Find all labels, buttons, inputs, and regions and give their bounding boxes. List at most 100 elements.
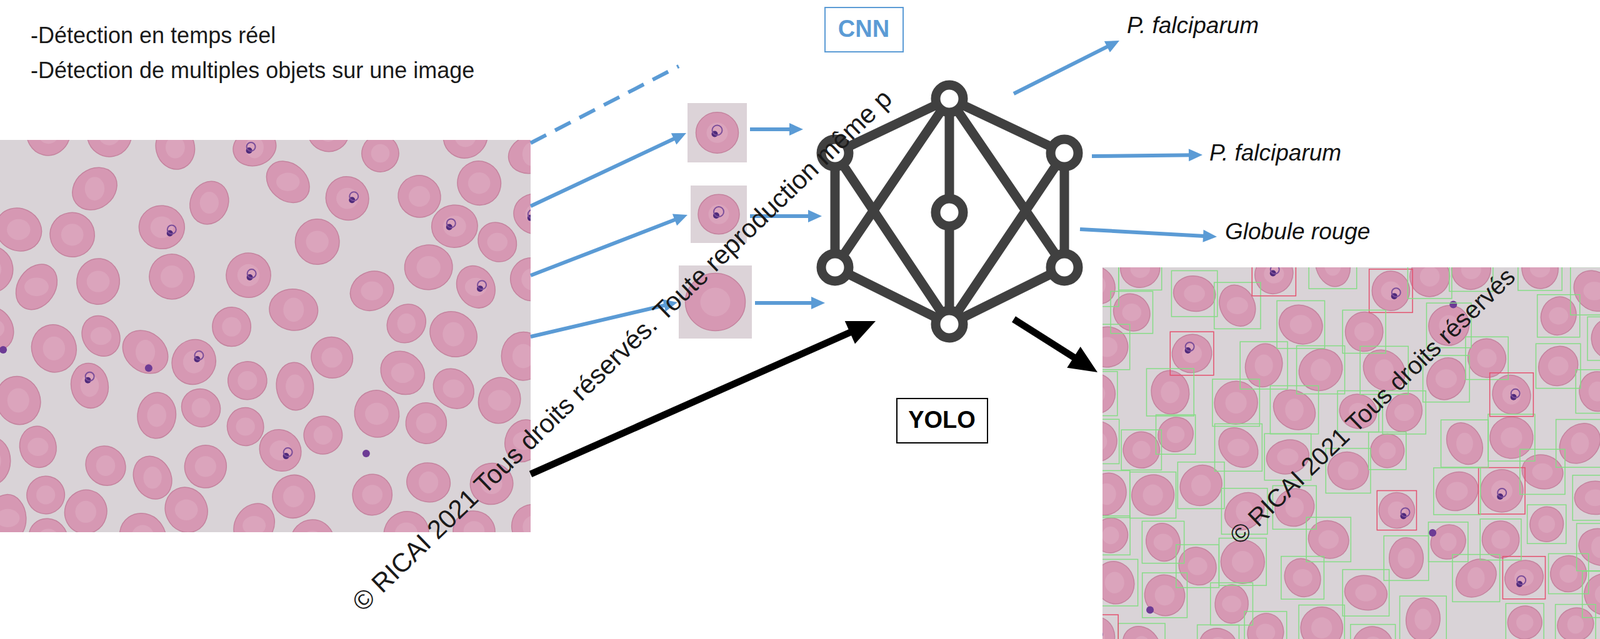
red-cell <box>1167 329 1217 378</box>
network-neuron <box>1050 253 1079 282</box>
red-cell <box>454 140 477 147</box>
red-cell <box>1500 555 1548 601</box>
red-cell <box>218 245 280 307</box>
red-cell <box>41 203 104 266</box>
flow-arrow <box>530 218 679 276</box>
red-cell <box>1153 534 1174 552</box>
blood-smear-image <box>1102 267 1600 639</box>
red-cell <box>7 256 66 318</box>
red-cell <box>503 140 531 180</box>
red-cell <box>1374 488 1420 534</box>
red-cell <box>1240 339 1288 392</box>
red-cell <box>1538 515 1555 534</box>
red-cell <box>1338 461 1359 481</box>
red-cell <box>27 438 49 457</box>
red-cell <box>1595 584 1600 605</box>
red-cell <box>418 471 439 494</box>
red-cell <box>1485 368 1539 422</box>
red-cell <box>1565 267 1600 320</box>
network-neuron <box>935 198 964 227</box>
detection-box <box>1146 368 1194 417</box>
red-cell <box>403 460 454 507</box>
red-cell <box>15 422 61 472</box>
red-cell <box>1574 481 1600 515</box>
red-cell <box>1102 275 1106 295</box>
red-cell <box>391 363 415 384</box>
red-cell <box>1365 428 1410 474</box>
red-cell <box>135 340 155 365</box>
red-cell <box>7 388 30 414</box>
red-cell <box>242 516 266 533</box>
red-cell <box>221 316 242 337</box>
red-cell <box>1102 368 1122 420</box>
red-cell <box>21 140 75 160</box>
red-cell <box>273 360 316 412</box>
red-cell <box>163 331 225 393</box>
red-cell <box>1461 267 1482 280</box>
detection-box <box>1118 267 1162 290</box>
detection-box <box>1102 470 1130 518</box>
red-cell <box>43 336 66 361</box>
red-cell <box>1574 481 1600 515</box>
detection-box <box>1214 282 1261 329</box>
red-cell <box>1429 465 1485 518</box>
red-cell <box>1277 552 1328 604</box>
detection-box <box>1102 267 1119 307</box>
parasite-ring <box>528 210 531 219</box>
detection-box <box>1505 603 1544 639</box>
red-cell <box>74 256 122 307</box>
detection-box <box>1171 270 1217 317</box>
red-cell <box>425 360 482 417</box>
main-arrow <box>1066 346 1098 373</box>
red-cell <box>1127 471 1179 520</box>
cell-crop <box>687 103 747 163</box>
red-cell <box>1485 368 1539 422</box>
red-cell <box>195 456 217 477</box>
red-cell <box>131 525 154 533</box>
red-cell <box>1102 431 1107 452</box>
red-cell <box>1291 341 1350 399</box>
red-cell <box>1102 611 1121 639</box>
red-cell <box>501 249 531 310</box>
red-cell <box>98 140 121 146</box>
red-cell <box>1503 602 1546 639</box>
red-cell <box>351 473 394 517</box>
red-cell <box>521 268 531 291</box>
red-cell <box>1404 267 1456 303</box>
parasite-ring <box>85 372 95 382</box>
red-cell <box>403 401 449 446</box>
red-cell <box>1354 322 1375 342</box>
detection-box <box>1342 310 1386 354</box>
red-cell <box>512 344 531 369</box>
red-cell <box>1397 548 1415 569</box>
red-cell <box>317 168 377 229</box>
red-cell <box>1102 466 1134 523</box>
detection-box <box>1110 291 1153 334</box>
red-cell <box>1116 267 1164 292</box>
red-cell <box>348 385 405 444</box>
red-cell <box>1570 432 1589 455</box>
red-cell <box>1423 518 1473 567</box>
red-cell <box>1127 471 1179 520</box>
red-cell <box>85 176 105 201</box>
detection-box <box>1537 295 1580 338</box>
red-cell <box>1474 513 1527 566</box>
parasite-ring <box>446 218 456 228</box>
detection-box <box>1240 341 1288 390</box>
output-arrow <box>1013 45 1111 94</box>
parasite-ring <box>283 448 293 457</box>
dashed-arrow <box>530 66 679 144</box>
red-cell <box>1102 383 1105 404</box>
detection-box <box>1441 420 1489 468</box>
red-cell <box>510 190 531 239</box>
red-cell <box>450 153 509 213</box>
red-cell <box>1535 291 1582 341</box>
red-cell <box>1310 267 1356 291</box>
main-arrow <box>845 321 876 345</box>
red-cell <box>1225 391 1247 414</box>
red-cell <box>226 360 269 402</box>
detection-box <box>1244 611 1287 639</box>
red-cell <box>472 372 527 430</box>
